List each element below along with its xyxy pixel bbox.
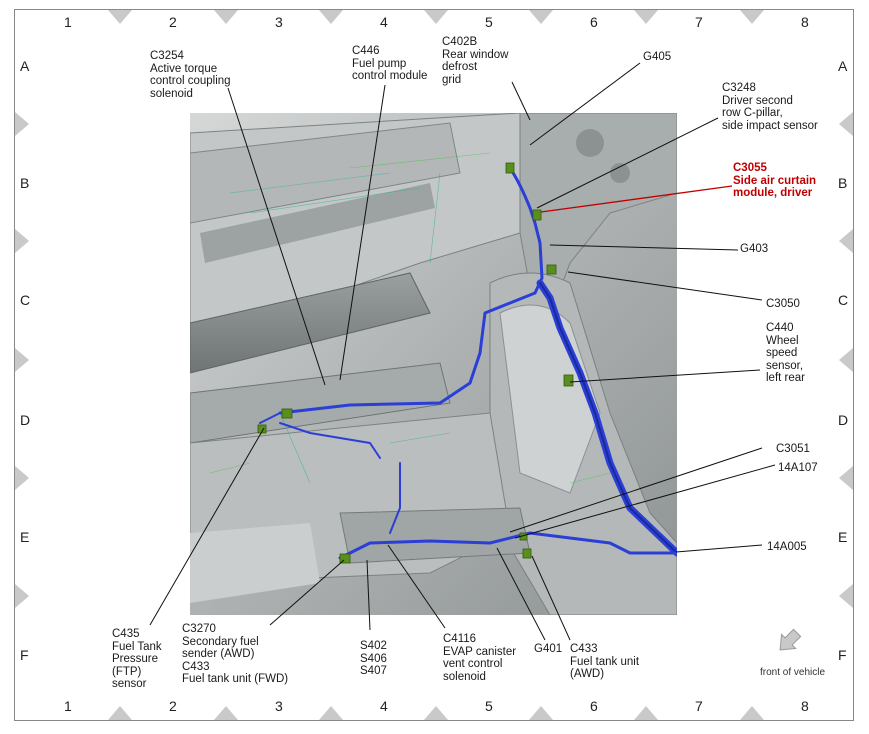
grid-column-label-top: 6	[590, 14, 598, 30]
grid-column-label-bottom: 4	[380, 698, 388, 714]
grid-column-label-bottom: 2	[169, 698, 177, 714]
frame-marker-left	[15, 112, 29, 136]
grid-row-label-right: E	[838, 529, 848, 545]
callout-c440: C440 Wheel speed sensor, left rear	[766, 322, 805, 384]
callout-c402b: C402B Rear window defrost grid	[442, 36, 509, 86]
callout-c3270: C3270 Secondary fuel sender (AWD) C433 F…	[182, 623, 289, 685]
frame-marker-bottom	[634, 706, 658, 720]
grid-row-label-left: E	[20, 529, 30, 545]
callout-s402: S402 S406 S407	[360, 640, 387, 677]
frame-marker-top	[319, 10, 343, 24]
frame-marker-right	[839, 348, 853, 372]
grid-column-label-bottom: 5	[485, 698, 493, 714]
callout-c3050: C3050	[766, 298, 800, 310]
callout-g403: G403	[740, 243, 769, 255]
frame-marker-right	[839, 112, 853, 136]
grid-row-label-right: C	[838, 292, 849, 308]
callout-g405: G405	[643, 51, 672, 63]
callout-14a107: 14A107	[778, 462, 818, 474]
callout-c433: C433 Fuel tank unit (AWD)	[570, 643, 640, 680]
grid-column-label-top: 4	[380, 14, 388, 30]
grid-column-label-top: 5	[485, 14, 493, 30]
grid-column-label-top: 8	[801, 14, 809, 30]
grid-column-label-top: 2	[169, 14, 177, 30]
vehicle-rear-underbody-illustration	[190, 113, 677, 615]
grid-column-label-bottom: 3	[275, 698, 283, 714]
grid-column-label-bottom: 7	[695, 698, 703, 714]
grid-column-label-bottom: 8	[801, 698, 809, 714]
frame-marker-bottom	[319, 706, 343, 720]
grid-column-label-top: 7	[695, 14, 703, 30]
grid-row-label-left: A	[20, 58, 30, 74]
grid-row-label-left: F	[20, 647, 29, 663]
frame-marker-left	[15, 466, 29, 490]
grid-row-label-left: D	[20, 412, 31, 428]
grid-row-label-left: C	[20, 292, 31, 308]
grid-row-label-right: A	[838, 58, 848, 74]
frame-marker-bottom	[740, 706, 764, 720]
grid-column-label-top: 3	[275, 14, 283, 30]
frame-marker-bottom	[108, 706, 132, 720]
frame-marker-top	[529, 10, 553, 24]
frame-marker-right	[839, 466, 853, 490]
frame-marker-right	[839, 229, 853, 253]
callout-c3055: C3055 Side air curtain module, driver	[733, 162, 817, 199]
grid-row-label-right: B	[838, 175, 848, 191]
frame-marker-left	[15, 229, 29, 253]
frame-marker-bottom	[424, 706, 448, 720]
grid-row-label-right: F	[838, 647, 847, 663]
frame-marker-bottom	[214, 706, 238, 720]
callout-g401: G401	[534, 643, 563, 655]
callout-c446: C446 Fuel pump control module	[352, 45, 428, 82]
front-of-vehicle-arrow-icon	[779, 628, 802, 651]
grid-row-label-right: D	[838, 412, 849, 428]
frame-marker-left	[15, 348, 29, 372]
callout-c3051: C3051	[776, 443, 810, 455]
callout-14a005: 14A005	[767, 541, 807, 553]
frame-marker-top	[740, 10, 764, 24]
grid-row-label-left: B	[20, 175, 30, 191]
frame-marker-top	[424, 10, 448, 24]
front-of-vehicle-label: front of vehicle	[760, 667, 826, 678]
callout-c435: C435 Fuel Tank Pressure (FTP) sensor	[112, 628, 162, 690]
callout-c4116: C4116 EVAP canister vent control solenoi…	[443, 633, 517, 683]
diagram-frame	[14, 9, 854, 721]
frame-marker-top	[634, 10, 658, 24]
grid-column-label-bottom: 1	[64, 698, 72, 714]
frame-marker-top	[108, 10, 132, 24]
frame-marker-bottom	[529, 706, 553, 720]
grid-column-label-bottom: 6	[590, 698, 598, 714]
grid-column-label-top: 1	[64, 14, 72, 30]
callout-c3248: C3248 Driver second row C-pillar, side i…	[722, 82, 818, 132]
frame-marker-left	[15, 584, 29, 608]
callout-c3254: C3254 Active torque control coupling sol…	[150, 50, 231, 100]
frame-marker-right	[839, 584, 853, 608]
frame-marker-top	[214, 10, 238, 24]
